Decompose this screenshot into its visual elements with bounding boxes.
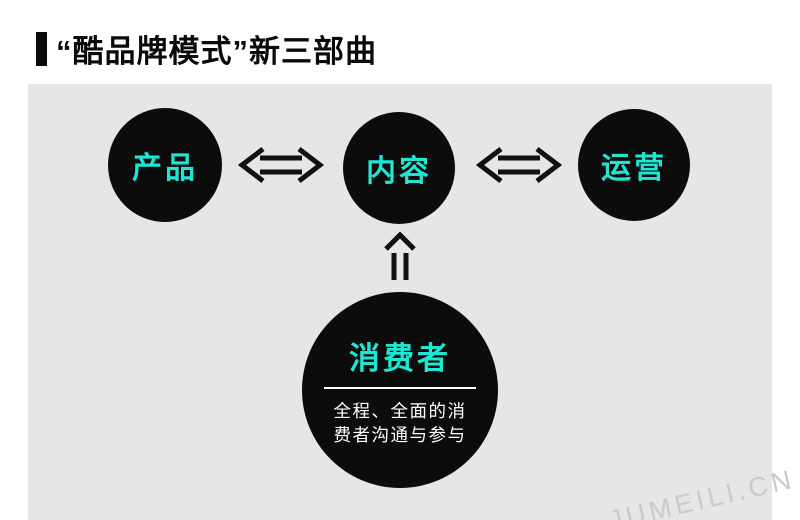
consumer-divider (324, 386, 476, 389)
double-arrow-right-icon (471, 143, 567, 187)
page-title: “酷品牌模式”新三部曲 (56, 34, 377, 69)
double-arrow-up-icon (380, 228, 420, 286)
node-consumer: 消费者 全程、全面的消 费者沟通与参与 (302, 292, 498, 488)
node-consumer-label: 消费者 (349, 340, 451, 376)
consumer-description-line1: 全程、全面的消 (333, 400, 467, 421)
page-header: “酷品牌模式”新三部曲 (36, 26, 377, 71)
node-content: 内容 (343, 112, 455, 224)
consumer-description-line2: 费者沟通与参与 (333, 425, 467, 445)
node-product: 产品 (108, 108, 222, 222)
title-accent-bar (36, 31, 47, 66)
consumer-description: 全程、全面的消 费者沟通与参与 (334, 399, 467, 448)
node-content-label: 内容 (366, 155, 432, 188)
double-arrow-left-icon (233, 143, 329, 187)
node-product-label: 产品 (132, 152, 198, 185)
node-operation-label: 运营 (601, 152, 667, 185)
node-operation: 运营 (578, 109, 690, 221)
